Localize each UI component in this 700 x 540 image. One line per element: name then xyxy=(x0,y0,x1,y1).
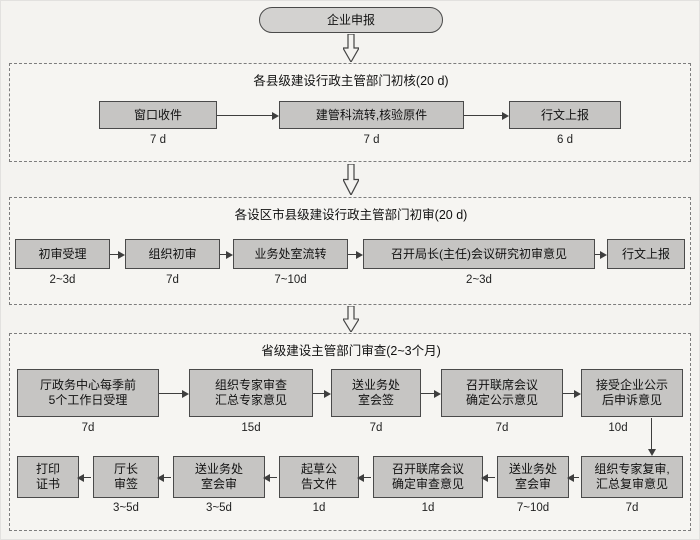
flow-node: 召开局长(主任)会议研究初审意见 xyxy=(363,239,595,269)
flow-node: 厅长 审签 xyxy=(93,456,159,498)
duration-label: 7d xyxy=(495,422,509,434)
flow-node: 接受企业公示 后申诉意见 xyxy=(581,369,683,417)
flow-node: 召开联席会议 确定审查意见 xyxy=(373,456,483,498)
duration-label: 7d xyxy=(166,274,179,286)
flow-node: 组织专家审查 汇总专家意见 xyxy=(189,369,313,417)
duration-label: 7d xyxy=(81,422,95,434)
arrow-right-icon xyxy=(563,389,581,398)
flow-node: 打印 证书 xyxy=(17,456,79,498)
stage-connector-arrow-icon xyxy=(343,34,359,62)
arrow-left-icon xyxy=(567,473,579,482)
duration-label: 15d xyxy=(241,422,261,434)
duration-label: 1d xyxy=(421,502,435,514)
arrow-right-icon xyxy=(313,389,331,398)
flow-node: 送业务处 室会签 xyxy=(331,369,421,417)
duration-label: 7~10d xyxy=(516,502,550,514)
duration-label: 7~10d xyxy=(274,274,307,286)
arrow-right-icon xyxy=(464,111,509,120)
arrow-left-icon xyxy=(357,473,371,482)
flow-node: 送业务处 室会审 xyxy=(497,456,569,498)
duration-label: 7d xyxy=(625,502,639,514)
duration-label: 2~3d xyxy=(466,274,492,286)
section-title: 省级建设主管部门审查(2~3个月) xyxy=(261,344,441,358)
flow-node: 起草公 告文件 xyxy=(279,456,359,498)
arrow-right-icon xyxy=(220,250,233,259)
duration-label: 7 d xyxy=(363,134,380,146)
duration-label: 6 d xyxy=(557,134,573,146)
duration-label: 10d xyxy=(608,422,628,434)
flow-node: 行文上报 xyxy=(509,101,621,129)
section-title: 各县级建设行政主管部门初核(20 d) xyxy=(253,74,449,88)
duration-label: 3~5d xyxy=(113,502,139,514)
flow-node: 初审受理 xyxy=(15,239,110,269)
arrow-left-icon xyxy=(77,473,91,482)
flow-node: 窗口收件 xyxy=(99,101,217,129)
flow-node: 召开联席会议 确定公示意见 xyxy=(441,369,563,417)
duration-label: 7 d xyxy=(150,134,166,146)
duration-label: 7d xyxy=(369,422,383,434)
flow-node: 组织初审 xyxy=(125,239,220,269)
stage-connector-arrow-icon xyxy=(343,306,359,332)
duration-label: 2~3d xyxy=(49,274,76,286)
flow-node: 业务处室流转 xyxy=(233,239,348,269)
arrow-left-icon xyxy=(157,473,171,482)
arrow-right-icon xyxy=(348,250,363,259)
arrow-right-icon xyxy=(159,389,189,398)
flow-node: 建管科流转,核验原件 xyxy=(279,101,464,129)
duration-label: 3~5d xyxy=(206,502,232,514)
arrow-right-icon xyxy=(595,250,607,259)
duration-label: 1d xyxy=(312,502,326,514)
arrow-left-icon xyxy=(481,473,495,482)
stage-connector-arrow-icon xyxy=(343,164,359,195)
section-province-review xyxy=(9,333,691,531)
flow-node: 厅政务中心每季前 5个工作日受理 xyxy=(17,369,159,417)
arrow-right-icon xyxy=(110,250,125,259)
flow-node: 组织专家复审, 汇总复审意见 xyxy=(581,456,683,498)
section-title: 各设区市县级建设行政主管部门初审(20 d) xyxy=(234,208,468,222)
arrow-down-icon xyxy=(647,418,656,456)
flow-node: 送业务处 室会审 xyxy=(173,456,265,498)
flow-node: 行文上报 xyxy=(607,239,685,269)
arrow-right-icon xyxy=(217,111,279,120)
arrow-left-icon xyxy=(263,473,277,482)
start-node: 企业申报 xyxy=(259,7,443,33)
arrow-right-icon xyxy=(421,389,441,398)
